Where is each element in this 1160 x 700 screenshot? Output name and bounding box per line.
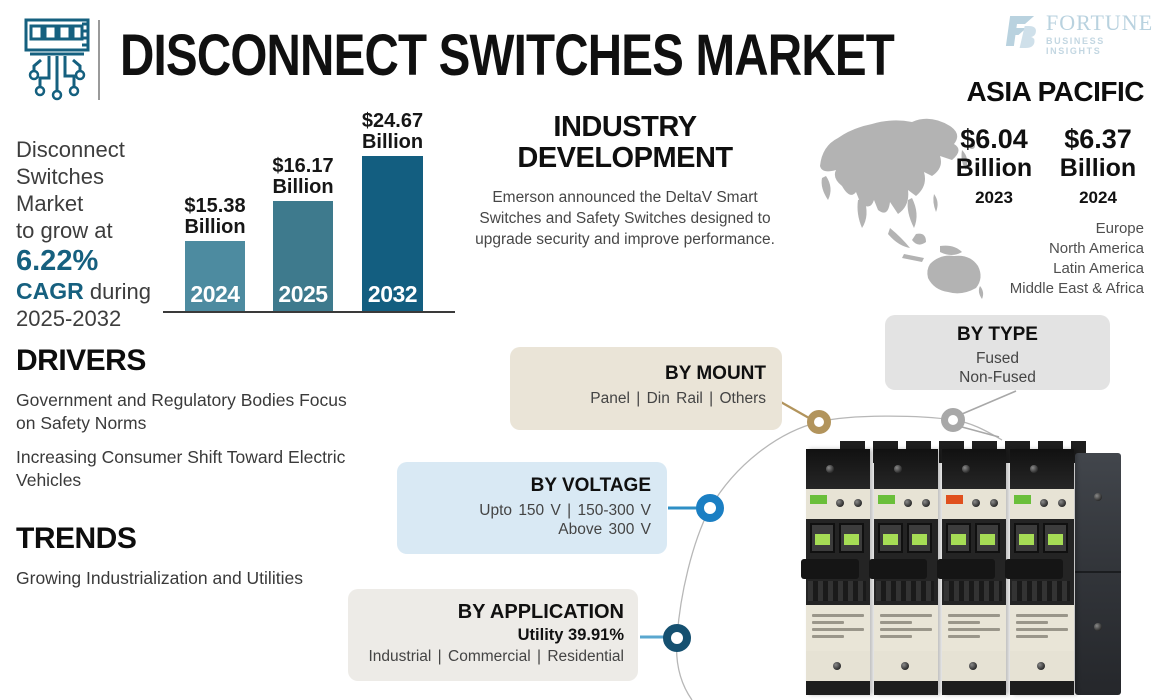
breaker-unit: [1005, 449, 1074, 695]
region-item: Europe: [1095, 220, 1144, 237]
fortune-business-insights-logo: FORTUNE BUSINESS INSIGHTS: [1002, 12, 1160, 56]
region-item: Latin America: [1053, 260, 1144, 277]
segment-box-by-mount: BY MOUNT Panel | Din Rail | Others: [510, 347, 782, 430]
cagr-line: CAGR during: [16, 278, 152, 304]
growth-note-line: to grow at: [16, 218, 113, 243]
segment-box-by-voltage: BY VOLTAGE Upto 150 V | 150-300 V Above …: [397, 462, 667, 554]
segment-option: Industrial | Commercial | Residential: [368, 648, 624, 665]
chart-bar: 2032: [362, 156, 423, 311]
growth-note-line: Disconnect: [16, 137, 125, 162]
type-connector-dot: [941, 408, 965, 432]
other-regions-list: Europe North America Latin America Middl…: [930, 219, 1144, 299]
driver-item: Increasing Consumer Shift Toward Electri…: [16, 447, 346, 490]
apac-stat-2023: $6.04 Billion 2023: [955, 124, 1033, 207]
industry-development-section: INDUSTRY DEVELOPMENT Emerson announced t…: [463, 112, 787, 250]
chart-bar: 2024: [185, 241, 245, 311]
drivers-title: DRIVERS: [16, 344, 146, 377]
segment-title: BY MOUNT: [665, 363, 766, 384]
segment-option: Upto 150 V | 150-300 V: [479, 502, 651, 519]
growth-note-line: Switches: [16, 164, 105, 189]
segment-option: Fused: [975, 350, 1020, 367]
enclosure-side-panel: [1075, 453, 1121, 695]
segment-option: Non-Fused: [959, 369, 1036, 386]
voltage-connector-dot: [696, 494, 724, 522]
header-divider: [98, 20, 100, 100]
region-item: Middle East & Africa: [1009, 280, 1144, 297]
segment-box-by-type: BY TYPE Fused Non-Fused: [885, 315, 1110, 390]
breaker-unit: [937, 449, 1006, 695]
bar-year-label: 2024: [190, 281, 240, 307]
cagr-value: 6.22%: [16, 245, 99, 277]
region-item: North America: [1048, 240, 1144, 257]
section-title: DEVELOPMENT: [517, 142, 733, 174]
page-title: DISCONNECT SWITCHES MARKET: [120, 23, 895, 88]
section-title: INDUSTRY: [553, 111, 697, 143]
segment-title: BY APPLICATION: [457, 601, 624, 623]
segment-title: BY VOLTAGE: [530, 475, 651, 496]
breaker-unit: [801, 449, 870, 695]
disconnect-switches-photo: [798, 441, 1128, 697]
chart-bar: 2025: [273, 201, 333, 311]
growth-note: Disconnect Switches Market to grow at 6.…: [16, 136, 196, 332]
application-connector-dot: [663, 624, 691, 652]
apac-stat-2024: $6.37 Billion 2024: [1059, 124, 1137, 207]
trend-item: Growing Industrialization and Utilities: [16, 568, 303, 588]
trends-title: TRENDS: [16, 522, 137, 555]
bar-year-label: 2032: [367, 281, 418, 307]
bar-year-label: 2025: [278, 281, 328, 307]
segment-highlight-share: Utility 39.91%: [517, 626, 624, 644]
drivers-trends-section: DRIVERS Government and Regulatory Bodies…: [16, 344, 352, 590]
industry-development-text: Emerson announced the DeltaV Smart Switc…: [475, 189, 775, 248]
asia-pacific-map: [812, 106, 998, 304]
brand-tagline: BUSINESS INSIGHTS: [1046, 36, 1105, 56]
switch-panel-icon: [22, 12, 96, 104]
mount-connector-dot: [807, 410, 831, 434]
forecast-period: 2025-2032: [16, 306, 122, 331]
growth-note-line: Market: [16, 191, 84, 216]
segment-option: Panel | Din Rail | Others: [590, 390, 766, 407]
segment-box-by-application: BY APPLICATION Utility 39.91% Industrial…: [348, 589, 638, 681]
segment-title: BY TYPE: [957, 324, 1038, 345]
region-title: ASIA PACIFIC: [966, 76, 1144, 107]
fortune-logo-icon: [1002, 12, 1040, 50]
chart-baseline: [163, 311, 455, 313]
breaker-unit: [869, 449, 938, 695]
brand-name: FORTUNE: [1046, 10, 1154, 35]
driver-item: Government and Regulatory Bodies Focus o…: [16, 390, 347, 433]
segment-option: Above 300 V: [558, 521, 651, 538]
